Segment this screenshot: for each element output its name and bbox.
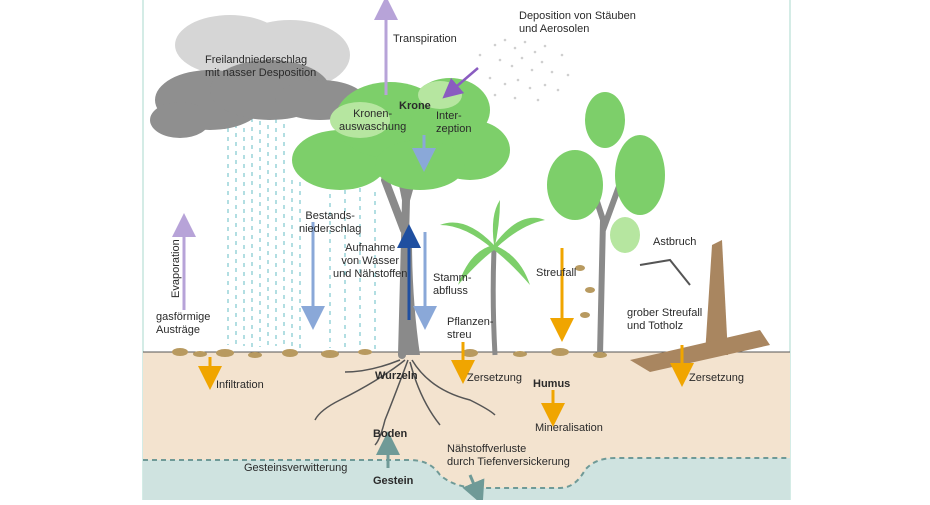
label-wurzeln: Wurzeln [375, 370, 418, 382]
label-gesteinsverwitterung: Gesteinsverwitterung [244, 462, 348, 474]
label-zersetzung-right: Zersetzung [689, 372, 745, 384]
label-deposition: Deposition von Stäuben und Aerosolen [519, 10, 636, 35]
dead-stump [705, 240, 728, 355]
label-mineralisation: Mineralisation [535, 422, 603, 434]
palm-tree [440, 200, 545, 356]
label-gestein: Gestein [373, 475, 414, 487]
label-boden: Boden [373, 428, 408, 440]
fallen-log [630, 330, 770, 372]
label-krone: Krone [399, 100, 431, 112]
label-stammabfluss: Stamm- abfluss [433, 272, 472, 297]
label-evaporation: Evaporation [170, 239, 182, 298]
rock-boundary [143, 457, 790, 489]
label-bestandsniederschlag: Bestands- niederschlag [299, 210, 362, 235]
leaf-litter [172, 265, 607, 358]
rain-cloud [150, 15, 365, 138]
label-grober-streufall: grober Streufall und Totholz [627, 307, 703, 332]
label-pflanzenstreu: Pflanzen- streu [447, 316, 494, 341]
main-tree-crown [292, 78, 510, 190]
label-naehrstoffverluste: Nähstoffverluste durch Tiefenversickerun… [447, 443, 570, 468]
label-zersetzung-left: Zersetzung [467, 372, 523, 384]
label-aufnahme: Aufnahme von Wasser und Nähstoffen [333, 242, 408, 280]
label-kronenauswaschung: Kronen- auswaschung [339, 108, 407, 133]
rain [227, 110, 376, 350]
label-freilandniederschlag: Freilandniederschlag mit nasser Desposit… [205, 54, 317, 79]
deposition-arrow [442, 67, 479, 99]
dust-cloud [478, 38, 570, 102]
right-tree [547, 92, 665, 358]
label-gasfoermige: gasförmige Austräge [156, 311, 211, 336]
label-interzeption: Inter- zeption [436, 110, 472, 135]
fallen-branch-icon [639, 258, 691, 286]
label-streufall: Streufall [536, 267, 577, 279]
tiefenversickerung-arrow [462, 474, 485, 505]
rock-layer [143, 458, 790, 500]
label-infiltration: Infiltration [216, 379, 264, 391]
label-astbruch: Astbruch [653, 236, 697, 248]
label-transpiration: Transpiration [393, 33, 457, 45]
label-humus: Humus [533, 378, 571, 390]
roots [314, 359, 496, 446]
